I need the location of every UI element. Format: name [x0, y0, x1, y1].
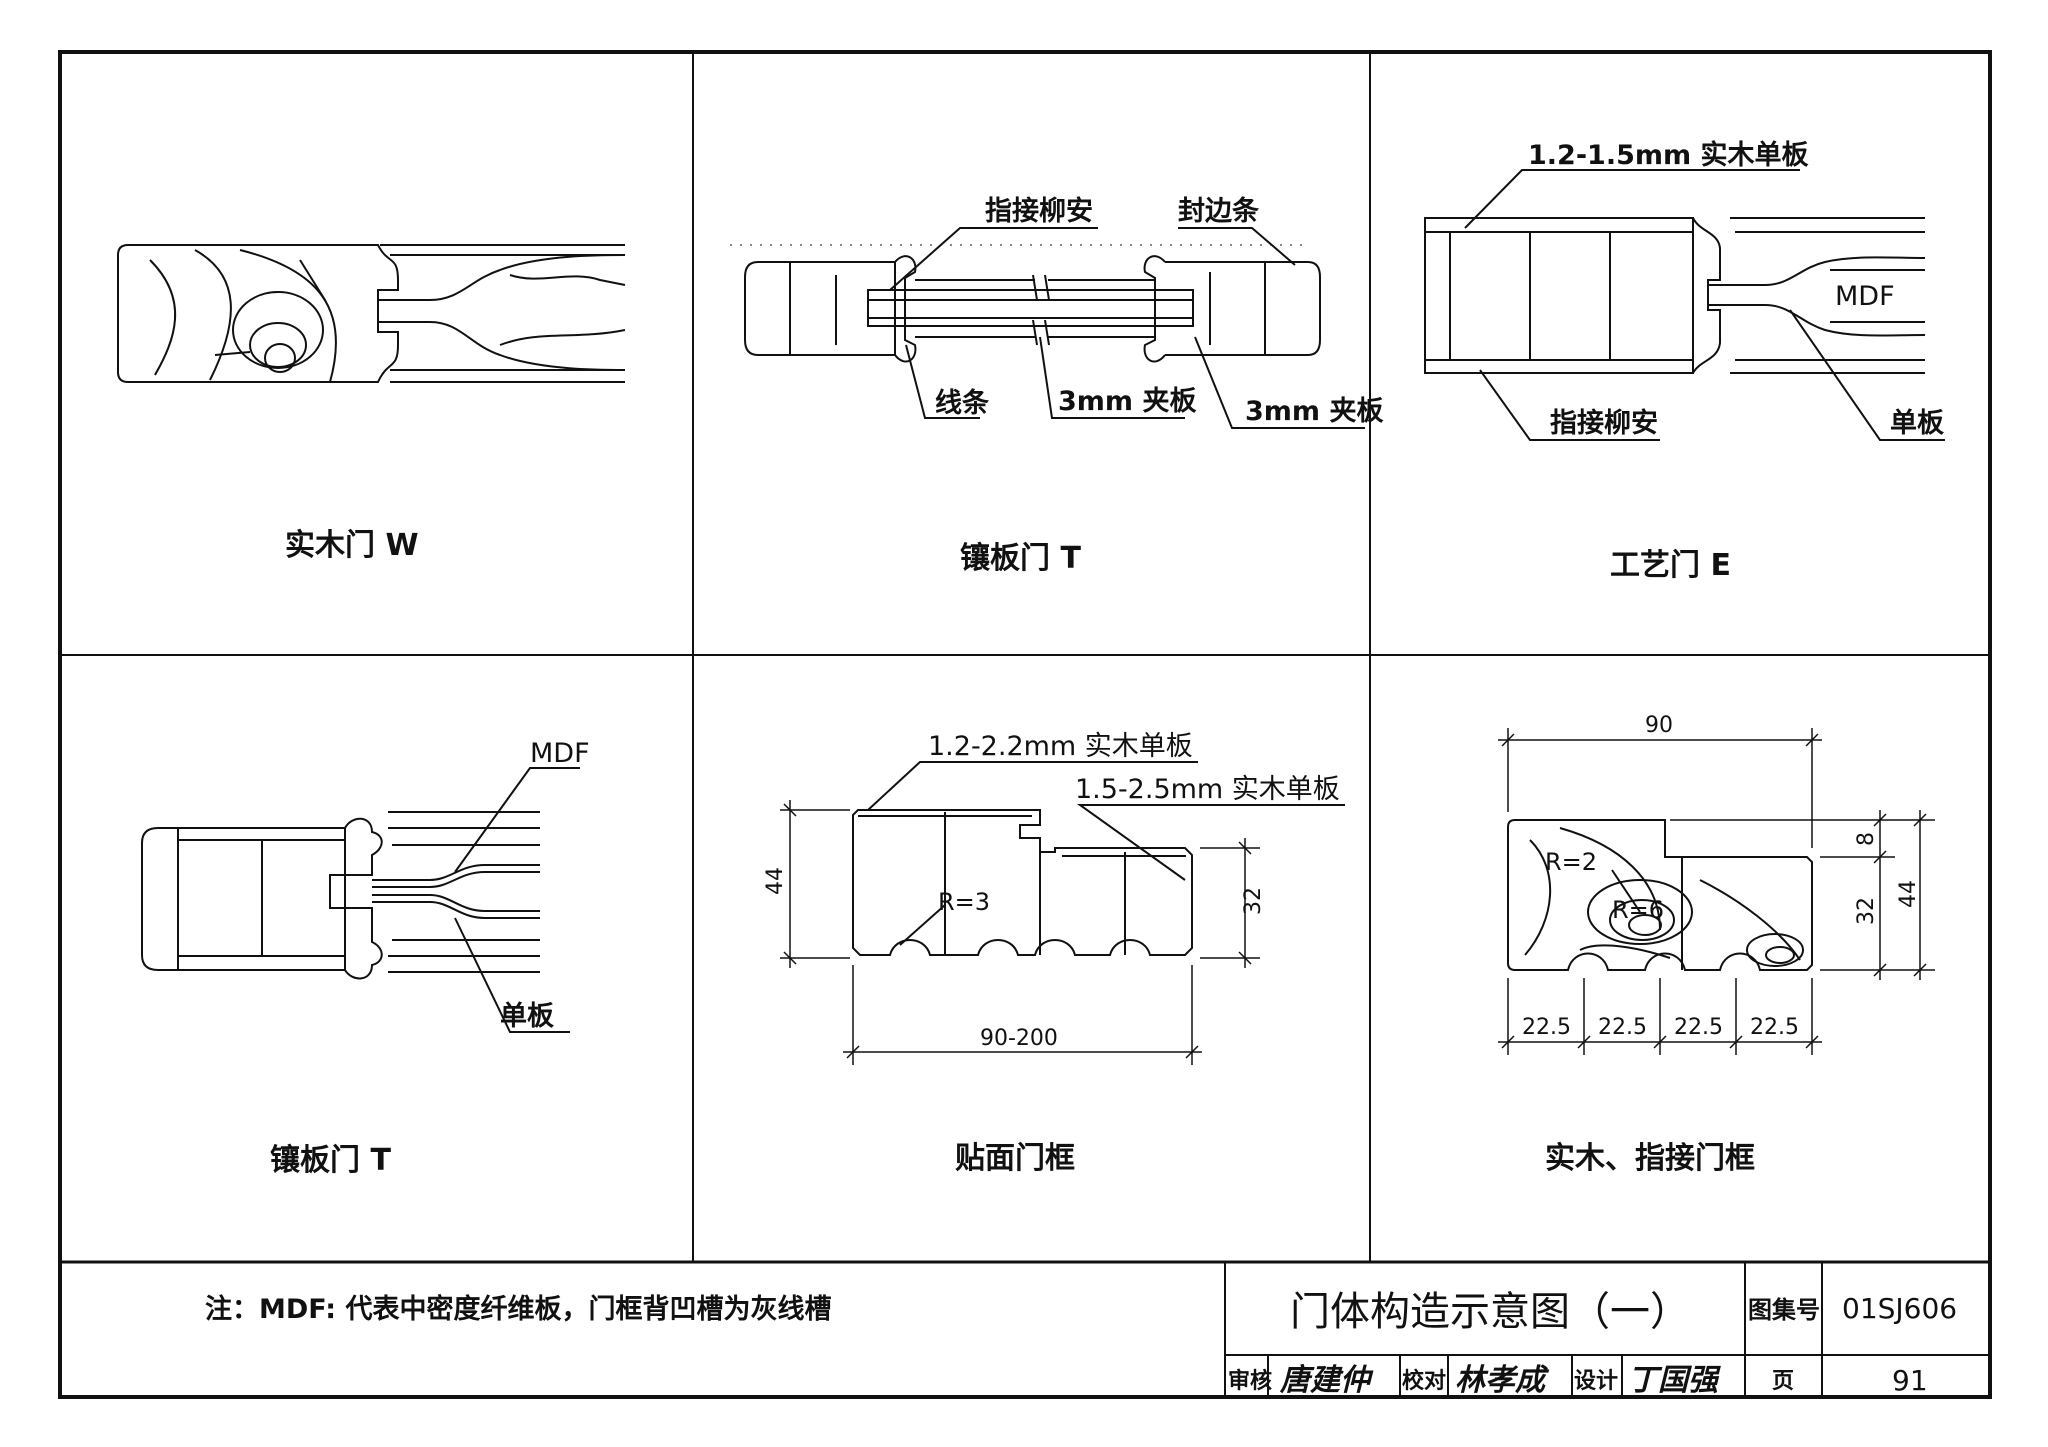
- page-label: 页: [1772, 1369, 1794, 1394]
- label-molding: 线条: [935, 388, 990, 419]
- caption-solid-wood-door-frame: 实木、指接门框: [1545, 1141, 1755, 1176]
- center-panel: [867, 274, 1194, 346]
- check-signature: 林孝成: [1455, 1363, 1550, 1398]
- leader-lines: [889, 227, 1365, 429]
- check-label: 校对: [1402, 1368, 1446, 1394]
- panel-raised-panel-door-mdf: MDF 单板 镶板门 T: [141, 738, 590, 1178]
- atlas-number-label: 图集号: [1748, 1296, 1820, 1324]
- dim-22-5-b: 22.5: [1598, 1015, 1647, 1040]
- caption-raised-panel-door-mdf: 镶板门 T: [270, 1143, 391, 1178]
- craft-panel: [1708, 217, 1926, 374]
- right-stile: [1143, 255, 1321, 363]
- solid-frame-profile: [1507, 819, 1813, 971]
- label-radius-2: R=2: [1545, 848, 1597, 876]
- dim-32: 32: [1241, 887, 1266, 915]
- label-finger-joint-lauan: 指接柳安: [985, 196, 1093, 227]
- dimension-lines: [1498, 728, 1935, 1055]
- label-radius-6: R=6: [1612, 896, 1664, 924]
- mdf-stile: [141, 817, 383, 980]
- craft-stile: [1424, 217, 1721, 374]
- dimension-lines: [780, 800, 1260, 1065]
- label-veneer: 单板: [500, 1001, 554, 1032]
- footnote: 注：MDF: 代表中密度纤维板，门框背凹槽为灰线槽: [205, 1293, 831, 1325]
- label-mdf: MDF: [1835, 281, 1895, 312]
- dim-90-200: 90-200: [980, 1026, 1058, 1051]
- panel-solid-wood-door-frame: 90 R=2 R=6 8 32 44 22.5 22.5 22.5 22.5 实…: [1498, 713, 1935, 1176]
- panel-raised-panel-door: 指接柳安 封边条 线条 3mm 夹板 3mm 夹板 镶板门 T: [730, 196, 1383, 576]
- caption-veneered-door-frame: 贴面门框: [955, 1141, 1075, 1176]
- panel-craft-door: 1.2-1.5mm 实木单板 MDF 指接柳安 单板 工艺门 E: [1424, 139, 1945, 583]
- dim-44: 44: [763, 867, 788, 895]
- panel-solid-wood-door: 实木门 W: [117, 244, 626, 563]
- label-veneer-1-2-2-2mm: 1.2-2.2mm 实木单板: [928, 731, 1193, 762]
- label-3mm-plywood-a: 3mm 夹板: [1058, 386, 1196, 417]
- label-mdf: MDF: [530, 738, 590, 769]
- caption-raised-panel-door: 镶板门 T: [960, 541, 1081, 576]
- label-radius-3: R=3: [938, 888, 990, 916]
- sheet-frame: [58, 50, 1992, 1399]
- solid-wood-panel: [378, 244, 626, 383]
- leader-lines: [454, 767, 580, 1033]
- panel-veneered-door-frame: 1.2-2.2mm 实木单板 1.5-2.5mm 实木单板 R=3 44 32 …: [763, 731, 1345, 1176]
- label-finger-joint-lauan: 指接柳安: [1550, 408, 1658, 439]
- left-stile: [744, 255, 917, 363]
- dim-8: 8: [1854, 832, 1879, 846]
- label-solid-wood-veneer: 1.2-1.5mm 实木单板: [1528, 139, 1809, 171]
- dim-90: 90: [1645, 713, 1673, 738]
- mdf-panel: [372, 811, 540, 973]
- dim-22-5-a: 22.5: [1522, 1015, 1571, 1040]
- dim-22-5-c: 22.5: [1674, 1015, 1723, 1040]
- design-label: 设计: [1574, 1369, 1618, 1394]
- drawing-title: 门体构造示意图（一）: [1290, 1289, 1690, 1335]
- label-edge-banding: 封边条: [1178, 196, 1260, 227]
- veneered-frame-profile: [852, 809, 1193, 956]
- dim-22-5-d: 22.5: [1750, 1015, 1799, 1040]
- title-block: 门体构造示意图（一） 图集号 01SJ606 审核 唐建仲 校对 林孝成 设计 …: [1224, 1262, 1990, 1398]
- label-veneer-1-5-2-5mm: 1.5-2.5mm 实木单板: [1075, 774, 1340, 805]
- review-label: 审核: [1228, 1368, 1272, 1394]
- dim-44: 44: [1896, 880, 1921, 908]
- caption-solid-wood-door: 实木门 W: [285, 528, 419, 563]
- dim-32: 32: [1854, 897, 1879, 925]
- label-3mm-plywood-b: 3mm 夹板: [1245, 396, 1383, 427]
- leader-lines: [1464, 169, 1945, 441]
- leader-lines: [867, 761, 1345, 946]
- design-signature: 丁国强: [1628, 1363, 1721, 1398]
- solid-wood-stile: [117, 244, 399, 383]
- label-veneer: 单板: [1890, 408, 1944, 439]
- review-signature: 唐建仲: [1279, 1363, 1374, 1398]
- atlas-number: 01SJ606: [1842, 1292, 1957, 1325]
- page-number: 91: [1892, 1364, 1928, 1397]
- caption-craft-door: 工艺门 E: [1610, 548, 1731, 583]
